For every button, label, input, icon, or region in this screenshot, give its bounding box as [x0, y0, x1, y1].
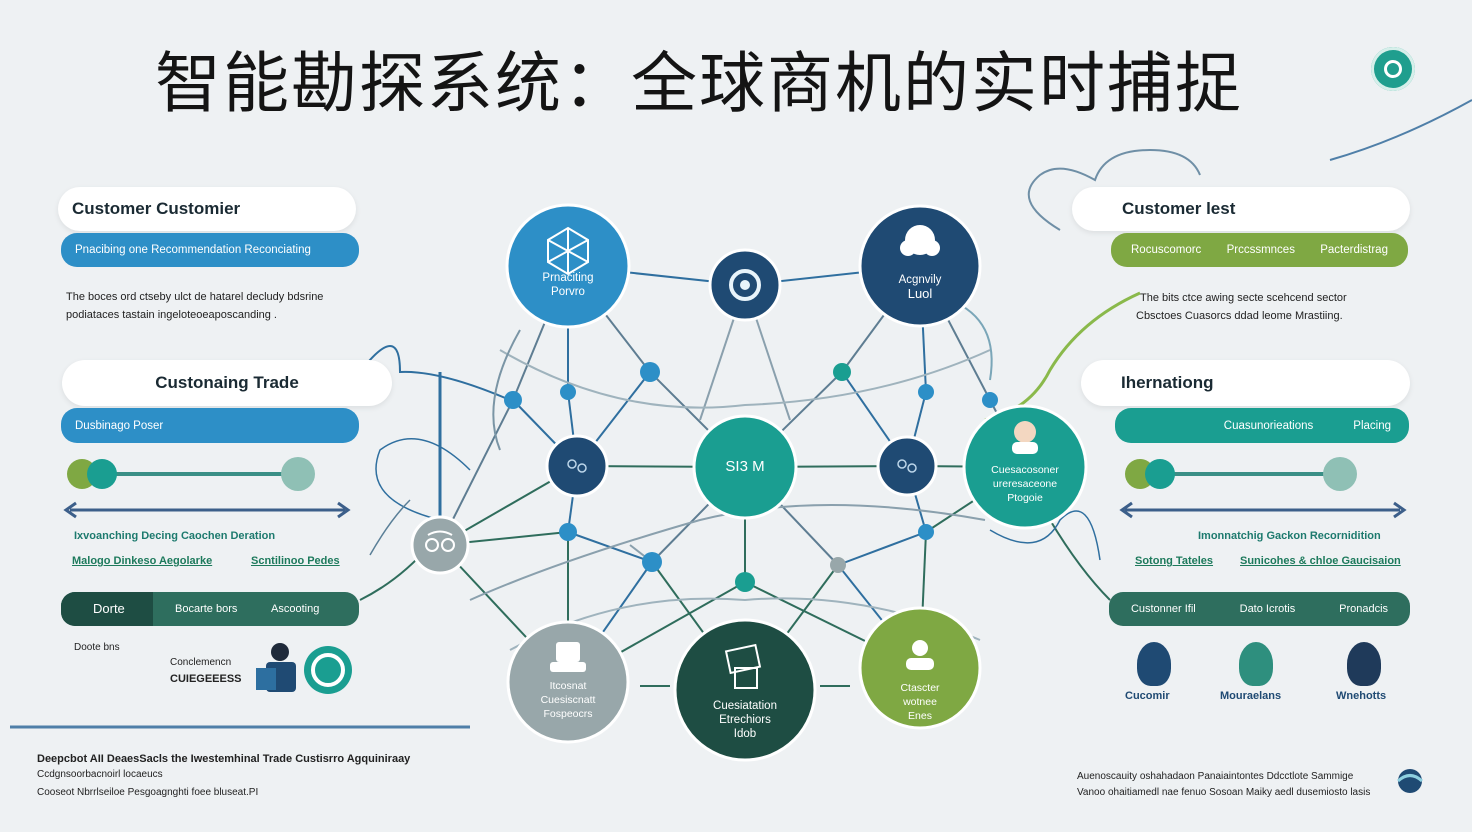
right-card1-title[interactable]: Customer lest — [1072, 187, 1410, 231]
user-icon — [550, 642, 586, 672]
right-card1-text-1: The bits ctce awing secte scehcend secto… — [1140, 292, 1347, 304]
node-bottom-left[interactable] — [506, 620, 630, 744]
left-card1-title[interactable]: Customer Customier — [58, 187, 356, 231]
left-card1-bar[interactable]: Pnacibing one Recommendation Reconciatin… — [61, 233, 359, 267]
decor-curve — [1329, 99, 1472, 161]
worker-avatar-icon[interactable] — [1347, 642, 1381, 686]
footer-left-3: Cooseot Nbrrlseiloe Pesgoagnghti foee bl… — [37, 787, 259, 798]
right-card1-bar-1[interactable]: Rocuscomorc — [1131, 244, 1202, 256]
left-arrow-label-1: Ixvoanching Decing Caochen Deration — [74, 530, 276, 542]
person-illustration — [256, 643, 296, 692]
left-card1-text-1: The boces ord ctseby ulct de hatarel dec… — [66, 291, 324, 303]
avatar-label-2: Mouraelans — [1220, 690, 1282, 702]
link-icon — [567, 459, 917, 473]
left-arrow-label-2[interactable]: Malogo Dinkeso Aegolarke — [72, 555, 213, 567]
right-arrow-label-2[interactable]: Sotong Tateles — [1135, 555, 1214, 567]
node-right-mid[interactable] — [962, 404, 1088, 530]
left-seg-1[interactable]: Dorte — [61, 592, 153, 626]
connector-right-lower — [1049, 519, 1111, 601]
right-seg-1[interactable]: Custonner Ifil — [1130, 603, 1196, 615]
right-card2-bar[interactable]: Cuasunorieations Placing — [1115, 408, 1409, 443]
manager-avatar-icon[interactable] — [1239, 642, 1273, 686]
connector-right-loop — [989, 510, 1101, 561]
node-top-right[interactable] — [858, 204, 982, 328]
footer-left-2: Ccdgnsoorbacnoirl locaeucs — [37, 769, 163, 780]
left-small-label: Doote bns — [74, 642, 120, 653]
left-card2-title[interactable]: Custonaing Trade — [62, 360, 392, 406]
avatar-label-1: Cucomir — [1125, 690, 1170, 702]
node-center-label: SI3 M — [725, 458, 765, 475]
brain-icon — [900, 225, 940, 256]
left-person-label-1: Conclemencn — [170, 657, 232, 668]
left-card2-bar[interactable]: Dusbinago Poser — [61, 408, 359, 443]
right-seg-3[interactable]: Pronadcis — [1339, 603, 1389, 615]
connector-left-upper — [359, 345, 511, 401]
network-icon — [547, 226, 589, 276]
right-seg-2[interactable]: Dato Icrotis — [1239, 603, 1296, 615]
right-arrow-label-3[interactable]: Sunicohes & chloe Gaucisaion — [1240, 555, 1401, 567]
compass-icon[interactable] — [1371, 47, 1415, 91]
document-icon — [724, 643, 762, 689]
left-person-label-2: CUIEGEEESS — [170, 673, 242, 685]
footer-right-1: Auenoscauity oshahadaon Panaiaintontes D… — [1077, 771, 1354, 782]
right-card1-bar[interactable]: Rocuscomorc Prccssmnces Pacterdistrag — [1111, 233, 1408, 267]
left-card1-text-2: podiataces tastain ingeloteoeaposcanding… — [66, 309, 277, 321]
node-bottom-center[interactable] — [673, 618, 817, 762]
footer-right-2: Vanoo ohaitiamedl nae fenuo Sosoan Maiky… — [1077, 787, 1371, 798]
node-center[interactable] — [692, 414, 798, 520]
node-left-small[interactable] — [410, 515, 470, 575]
left-seg-2[interactable]: Bocarte bors — [175, 603, 238, 615]
right-arrow-label-1: Imonnatchig Gackon Recornidition — [1198, 530, 1381, 542]
left-seg-3[interactable]: Ascooting — [271, 603, 320, 615]
right-card2-bar-2[interactable]: Placing — [1353, 419, 1391, 432]
footer-logo-icon — [1396, 769, 1424, 793]
decor-cloud — [1027, 148, 1201, 231]
right-segmented-bar[interactable]: Custonner Ifil Dato Icrotis Pronadcis — [1109, 592, 1410, 626]
left-segmented-bar[interactable]: Dorte Bocarte bors Ascooting — [61, 592, 359, 626]
avatar-label-3: Wnehotts — [1336, 690, 1387, 702]
connector-left-loop — [375, 438, 471, 521]
right-card1-text-2: Cbsctoes Cuasorcs ddad leome Mrastiing. — [1136, 310, 1343, 322]
right-card2-title[interactable]: Ihernationg — [1081, 360, 1410, 406]
page-title: 智能勘探系统：全球商机的实时捕捉 — [155, 45, 1243, 122]
right-card1-bar-2[interactable]: Prccssmnces — [1226, 244, 1295, 256]
connector-left-arrow — [369, 499, 411, 556]
avatar-icon — [1012, 421, 1038, 454]
hands-icon — [425, 530, 455, 552]
footer-left-1: Deepcbot AII DeaesSacls the Iwestemhinal… — [37, 753, 411, 765]
right-card1-bar-3[interactable]: Pacterdistrag — [1320, 244, 1388, 256]
node-mid-left[interactable] — [545, 434, 609, 498]
left-arrow-label-3[interactable]: Scntilinoo Pedes — [251, 555, 340, 567]
person-icon — [906, 640, 934, 670]
customer-avatar-icon[interactable] — [1137, 642, 1171, 686]
junction-dots — [504, 362, 998, 592]
right-card2-bar-1[interactable]: Cuasunorieations — [1223, 419, 1314, 432]
node-mid-right[interactable] — [876, 435, 938, 497]
